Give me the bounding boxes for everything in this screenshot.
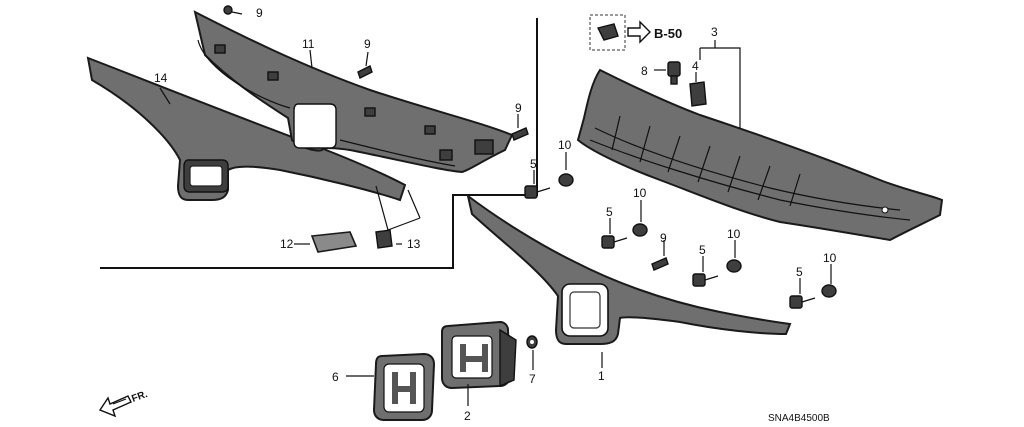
bolt-5-d bbox=[789, 295, 816, 309]
bolt-5-b bbox=[601, 235, 628, 249]
callout-11: 11 bbox=[302, 37, 315, 51]
callout-14: 14 bbox=[154, 71, 168, 85]
callout-5c: 5 bbox=[699, 243, 706, 257]
callout-12: 12 bbox=[280, 237, 294, 251]
reference-label: B-50 bbox=[654, 26, 682, 41]
front-grille bbox=[193, 10, 514, 174]
diagram-code: SNA4B4500B bbox=[768, 413, 830, 424]
callout-10a: 10 bbox=[558, 138, 572, 152]
bolt-5-a bbox=[524, 185, 551, 199]
callout-9c: 9 bbox=[515, 101, 522, 115]
emblem bbox=[372, 352, 436, 421]
clip-12 bbox=[310, 231, 358, 253]
callout-2: 2 bbox=[464, 409, 471, 423]
callout-5a: 5 bbox=[530, 157, 537, 171]
front-direction-arrow-icon bbox=[98, 395, 132, 418]
bolt-9-lower bbox=[651, 257, 669, 271]
callout-9b: 9 bbox=[364, 37, 371, 51]
callout-4: 4 bbox=[692, 59, 699, 73]
bolt-5-c bbox=[692, 273, 719, 287]
callout-9a: 9 bbox=[256, 6, 263, 20]
garnish-upper bbox=[86, 56, 407, 202]
bolt-8 bbox=[667, 61, 681, 85]
nut-10-d bbox=[821, 284, 837, 298]
bolt-9-upper bbox=[357, 65, 373, 79]
bolt-9-top bbox=[223, 5, 243, 15]
clip-13 bbox=[375, 229, 393, 249]
callout-10c: 10 bbox=[727, 227, 741, 241]
front-direction-label: FR. bbox=[130, 389, 149, 405]
callout-13: 13 bbox=[407, 237, 421, 251]
callout-5d: 5 bbox=[796, 265, 803, 279]
callout-5b: 5 bbox=[606, 205, 613, 219]
bolt-9-mid bbox=[511, 127, 529, 141]
emblem-base bbox=[441, 320, 517, 390]
lower-grille bbox=[576, 68, 944, 242]
inset-frame bbox=[100, 18, 538, 269]
callout-6: 6 bbox=[332, 370, 339, 384]
reference-box bbox=[589, 14, 651, 51]
leader-lines bbox=[159, 40, 832, 406]
nut-10-b bbox=[632, 223, 648, 237]
washer-7 bbox=[526, 335, 538, 349]
callout-1: 1 bbox=[598, 369, 605, 383]
callout-10b: 10 bbox=[633, 186, 647, 200]
callout-9d: 9 bbox=[660, 231, 667, 245]
callout-3: 3 bbox=[711, 25, 718, 39]
callout-7: 7 bbox=[529, 372, 536, 386]
front-garnish bbox=[466, 193, 792, 345]
nut-10-a bbox=[558, 173, 574, 187]
callout-10d: 10 bbox=[823, 251, 837, 265]
callout-8: 8 bbox=[641, 64, 648, 78]
nut-10-c bbox=[726, 259, 742, 273]
clip-4 bbox=[689, 81, 707, 107]
reference-arrow-icon bbox=[627, 20, 651, 44]
